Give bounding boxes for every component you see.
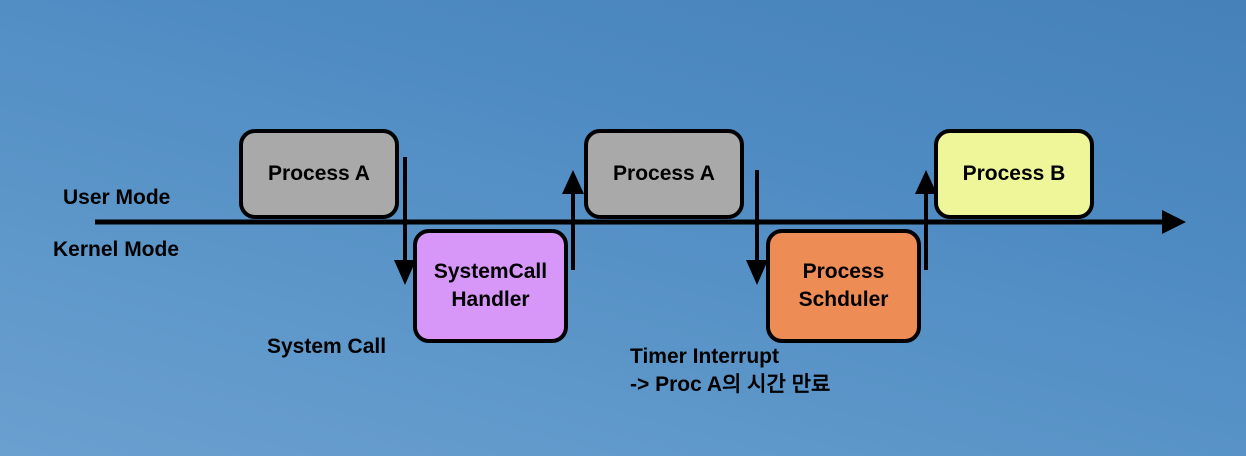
kernel-mode-label: Kernel Mode <box>53 238 180 261</box>
timeline-arrowhead <box>1162 210 1186 234</box>
return-up-arrowhead <box>562 170 584 194</box>
process-a-box-1: Process A <box>239 129 399 219</box>
timer-interrupt-label: Timer Interrupt <box>630 345 779 368</box>
syscall-handler-box: SystemCall Handler <box>413 229 568 343</box>
process-a-box-2: Process A <box>584 129 744 219</box>
time-expired-label: -> Proc A의 시간 만료 <box>630 373 831 396</box>
switch-up-arrowhead <box>915 170 937 194</box>
process-b-box: Process B <box>934 129 1094 219</box>
syscall-down-arrowhead <box>394 260 416 285</box>
system-call-label: System Call <box>267 335 387 358</box>
process-scheduler-box: Process Schduler <box>766 229 921 343</box>
timer-down-arrowhead <box>746 260 768 285</box>
user-mode-label: User Mode <box>63 186 171 209</box>
